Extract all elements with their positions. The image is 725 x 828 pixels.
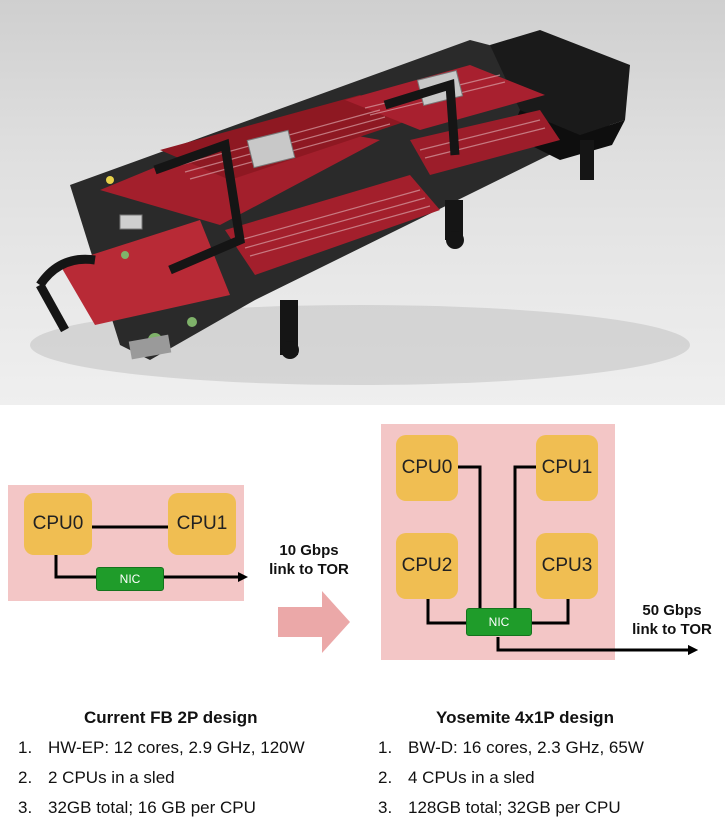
cpu3-label-right: CPU3 (541, 555, 593, 576)
cpu1-label-right: CPU1 (541, 457, 593, 478)
nic-label-left: NIC (119, 572, 141, 586)
list-item-number: 3. (18, 798, 33, 817)
list-item-number: 2. (378, 768, 393, 787)
server-sled-illustration (30, 30, 690, 385)
nic-label-right: NIC (488, 615, 510, 629)
list-item-number: 2. (18, 768, 33, 787)
list-item-text: 4 CPUs in a sled (408, 768, 535, 787)
list-item-text: 32GB total; 16 GB per CPU (48, 798, 256, 817)
nic-box-right: NIC (466, 608, 532, 636)
left-link-speed: 10 Gbps (279, 542, 339, 559)
nic-box-left: NIC (96, 567, 164, 591)
server-sled-photo (0, 0, 725, 405)
list-item: 2. 2 CPUs in a sled (18, 768, 305, 798)
cpu3-box-right: CPU3 (536, 533, 598, 599)
cpu0-label-left: CPU0 (32, 513, 84, 534)
yosemite-design-title: Yosemite 4x1P design (436, 708, 614, 727)
cpu2-box-right: CPU2 (396, 533, 458, 599)
left-link-label: 10 Gbps link to TOR (255, 541, 363, 579)
cpu0-label-right: CPU0 (401, 457, 453, 478)
transition-arrow (278, 591, 350, 653)
cpu0-box-left: CPU0 (24, 493, 92, 555)
list-item: 2. 4 CPUs in a sled (378, 768, 644, 798)
list-item: 3. 32GB total; 16 GB per CPU (18, 798, 305, 828)
cpu2-label-right: CPU2 (401, 555, 453, 576)
current-design-specs: 1. HW-EP: 12 cores, 2.9 GHz, 120W 2. 2 CPU… (18, 738, 305, 828)
list-item-number: 1. (18, 738, 33, 757)
right-link-target: link to TOR (632, 621, 712, 638)
right-link-label: 50 Gbps link to TOR (620, 601, 724, 639)
list-item-text: HW-EP: 12 cores, 2.9 GHz, 120W (48, 738, 305, 757)
list-item-number: 1. (378, 738, 393, 757)
list-item: 3. 128GB total; 32GB per CPU (378, 798, 644, 828)
yosemite-design-specs: 1. BW-D: 16 cores, 2.3 GHz, 65W 2. 4 CPUs … (378, 738, 644, 828)
current-design-title: Current FB 2P design (84, 708, 258, 727)
list-item-text: 128GB total; 32GB per CPU (408, 798, 621, 817)
cpu1-label-left: CPU1 (176, 513, 228, 534)
cpu0-box-right: CPU0 (396, 435, 458, 501)
cpu1-box-left: CPU1 (168, 493, 236, 555)
yosemite-connectors (426, 465, 698, 655)
list-item-text: 2 CPUs in a sled (48, 768, 175, 787)
list-item-text: BW-D: 16 cores, 2.3 GHz, 65W (408, 738, 644, 757)
list-item: 1. BW-D: 16 cores, 2.3 GHz, 65W (378, 738, 644, 768)
list-item-number: 3. (378, 798, 393, 817)
right-link-speed: 50 Gbps (642, 602, 702, 619)
cpu1-box-right: CPU1 (536, 435, 598, 501)
list-item: 1. HW-EP: 12 cores, 2.9 GHz, 120W (18, 738, 305, 768)
architecture-diagram: CPU0 CPU1 NIC 10 Gbps link to TOR CPU0 C… (0, 405, 725, 818)
left-link-target: link to TOR (269, 561, 349, 578)
